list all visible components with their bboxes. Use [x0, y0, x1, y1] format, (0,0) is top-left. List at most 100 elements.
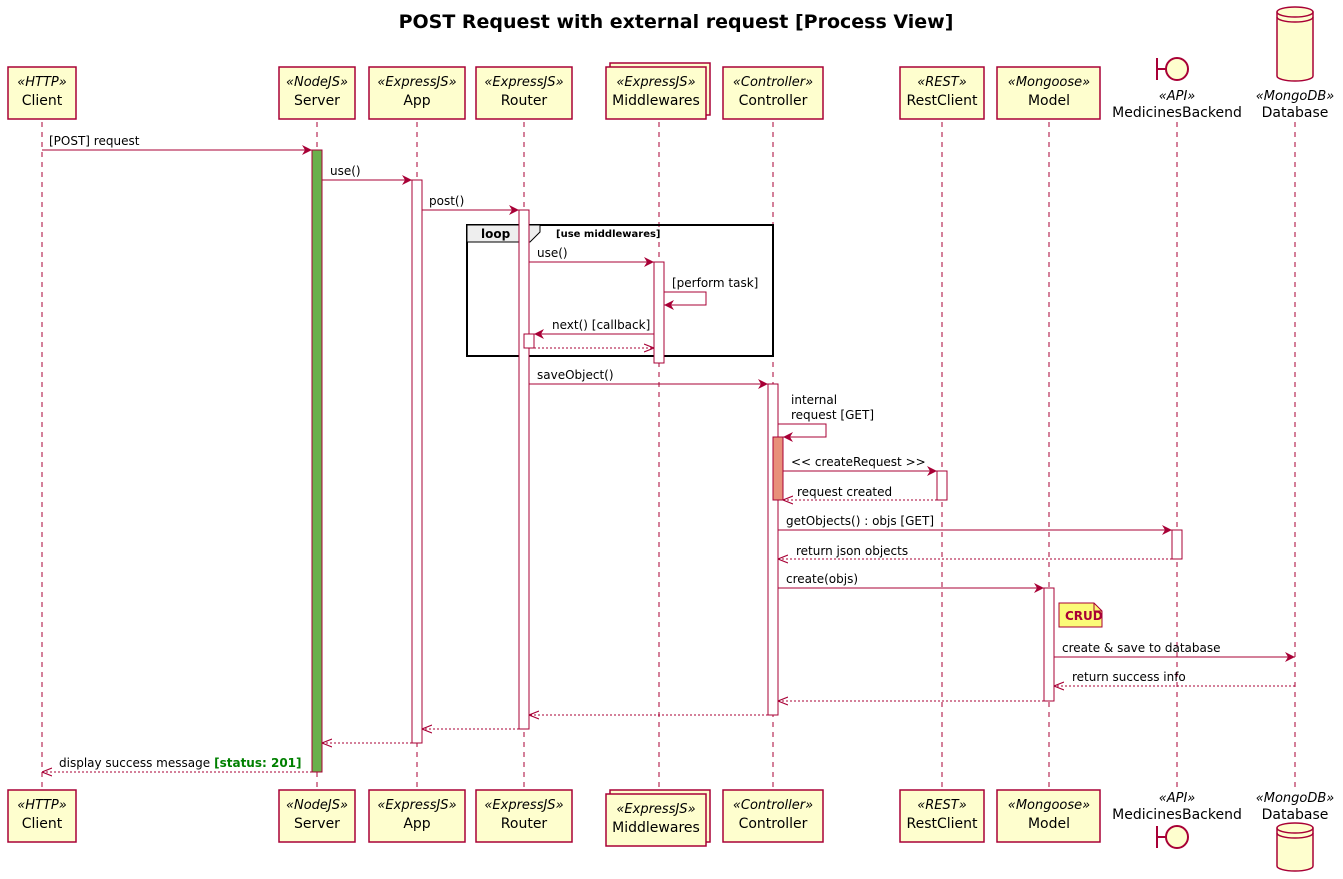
- participant-name: Server: [294, 816, 340, 832]
- participant-model: «Mongoose» Model: [996, 789, 1101, 843]
- participant-server: «NodeJS» Server: [278, 789, 356, 843]
- participant-app: «ExpressJS» App: [368, 66, 466, 120]
- message-create-objs: create(objs): [778, 572, 1044, 593]
- participant-stereotype: «API»: [1159, 791, 1196, 806]
- participant-name: Controller: [739, 816, 808, 832]
- database-icon: [1276, 822, 1314, 872]
- message-post-router: post(): [422, 194, 519, 215]
- database-icon: [1276, 6, 1314, 82]
- participant-name: Middlewares: [612, 93, 700, 109]
- participant-middlewares: «ExpressJS» Middlewares: [605, 62, 711, 120]
- participant-database: «MongoDB» Database: [1256, 6, 1335, 121]
- participant-stereotype: «Mongoose»: [1008, 75, 1090, 90]
- participant-stereotype: «Controller»: [733, 798, 813, 813]
- participant-stereotype: «MongoDB»: [1256, 89, 1335, 104]
- message-create-save: create & save to database: [1054, 641, 1295, 662]
- participant-restclient: «REST» RestClient: [899, 789, 985, 843]
- message-use-middlewares: use(): [529, 246, 654, 267]
- boundary-icon: [1156, 57, 1189, 81]
- participant-name: Router: [501, 93, 548, 109]
- participant-stereotype: «REST»: [917, 798, 967, 813]
- message-label: next() [callback]: [552, 318, 650, 332]
- message-create-request: << createRequest >>: [783, 455, 937, 476]
- loop-guard: [use middlewares]: [556, 229, 661, 240]
- activation-restclient: [936, 470, 948, 501]
- participant-name: Database: [1262, 105, 1329, 121]
- status-text: [status: 201]: [214, 756, 301, 770]
- participant-name: Client: [22, 816, 63, 832]
- activation-controller: [767, 383, 779, 716]
- participant-name: Client: [22, 93, 63, 109]
- message-label: return json objects: [796, 544, 908, 558]
- participant-client: «HTTP» Client: [7, 789, 77, 843]
- note-text: CRUD: [1065, 609, 1103, 623]
- participant-name: Model: [1028, 93, 1070, 109]
- message-label: [perform task]: [672, 276, 758, 290]
- message-label: [POST] request: [49, 134, 140, 148]
- activation-controller-internal: [772, 436, 784, 501]
- participant-stereotype: «ExpressJS»: [616, 75, 695, 90]
- participant-restclient: «REST» RestClient: [899, 66, 985, 120]
- message-label: internal: [791, 393, 837, 407]
- participant-client: «HTTP» Client: [7, 66, 77, 120]
- activation-medicinesbackend: [1171, 529, 1183, 560]
- message-label: << createRequest >>: [791, 455, 926, 469]
- participant-stereotype: «Mongoose»: [1008, 798, 1090, 813]
- activation-router-callback: [523, 333, 535, 349]
- message-label: request created: [797, 485, 892, 499]
- participant-medicinesbackend: «API» MedicinesBackend: [1112, 57, 1242, 121]
- lifelines: [41, 122, 1296, 790]
- participant-name: Controller: [739, 93, 808, 109]
- participant-stereotype: «Controller»: [733, 75, 813, 90]
- participant-stereotype: «ExpressJS»: [616, 802, 695, 817]
- message-return-json: return json objects: [778, 544, 1172, 559]
- activation-router: [518, 209, 530, 730]
- message-get-objects: getObjects() : objs [GET]: [778, 514, 1172, 535]
- message-label: use(): [330, 164, 361, 178]
- participants-top: «HTTP» Client «NodeJS» Server «ExpressJS…: [7, 6, 1335, 121]
- activation-middlewares: [653, 261, 665, 364]
- participant-stereotype: «API»: [1159, 89, 1196, 104]
- participant-stereotype: «HTTP»: [17, 798, 67, 813]
- participant-router: «ExpressJS» Router: [475, 789, 573, 843]
- message-use-app: use(): [322, 164, 412, 185]
- participant-server: «NodeJS» Server: [278, 66, 356, 120]
- message-label: display success message [status: 201]: [59, 754, 302, 771]
- message-label: use(): [537, 246, 568, 260]
- boundary-icon: [1156, 825, 1189, 849]
- participant-stereotype: «ExpressJS»: [377, 75, 456, 90]
- participant-stereotype: «ExpressJS»: [377, 798, 456, 813]
- message-label: post(): [429, 194, 464, 208]
- participant-name: App: [403, 816, 430, 832]
- participant-stereotype: «HTTP»: [17, 75, 67, 90]
- participant-medicinesbackend: «API» MedicinesBackend: [1112, 791, 1242, 849]
- participant-name: RestClient: [906, 93, 978, 109]
- message-next-callback: next() [callback]: [534, 318, 654, 339]
- participant-controller: «Controller» Controller: [722, 66, 824, 120]
- message-return-success: return success info: [1054, 670, 1295, 686]
- participant-stereotype: «ExpressJS»: [484, 75, 563, 90]
- message-display-success: display success message [status: 201]: [42, 754, 312, 772]
- note-crud: CRUD: [1058, 602, 1103, 628]
- participant-middlewares: «ExpressJS» Middlewares: [605, 789, 711, 847]
- message-label: return success info: [1072, 670, 1186, 684]
- message-label: request [GET]: [791, 408, 874, 422]
- activation-app: [411, 179, 423, 744]
- loop-label: loop: [481, 227, 511, 241]
- loop-fragment: loop [use middlewares]: [466, 224, 774, 357]
- message-text: display success message: [59, 756, 210, 770]
- participant-name: App: [403, 93, 430, 109]
- message-label: create(objs): [786, 572, 858, 586]
- message-request-created: request created: [783, 485, 937, 500]
- message-post-request: [POST] request: [42, 134, 312, 155]
- participants-bottom: «HTTP» Client «NodeJS» Server «ExpressJS…: [7, 789, 1334, 872]
- message-perform-task: [perform task]: [664, 276, 758, 310]
- message-label: getObjects() : objs [GET]: [786, 514, 934, 528]
- participant-name: Middlewares: [612, 820, 700, 836]
- participant-app: «ExpressJS» App: [368, 789, 466, 843]
- participant-name: MedicinesBackend: [1112, 807, 1242, 823]
- participant-name: Model: [1028, 816, 1070, 832]
- participant-name: MedicinesBackend: [1112, 105, 1242, 121]
- participant-name: Router: [501, 816, 548, 832]
